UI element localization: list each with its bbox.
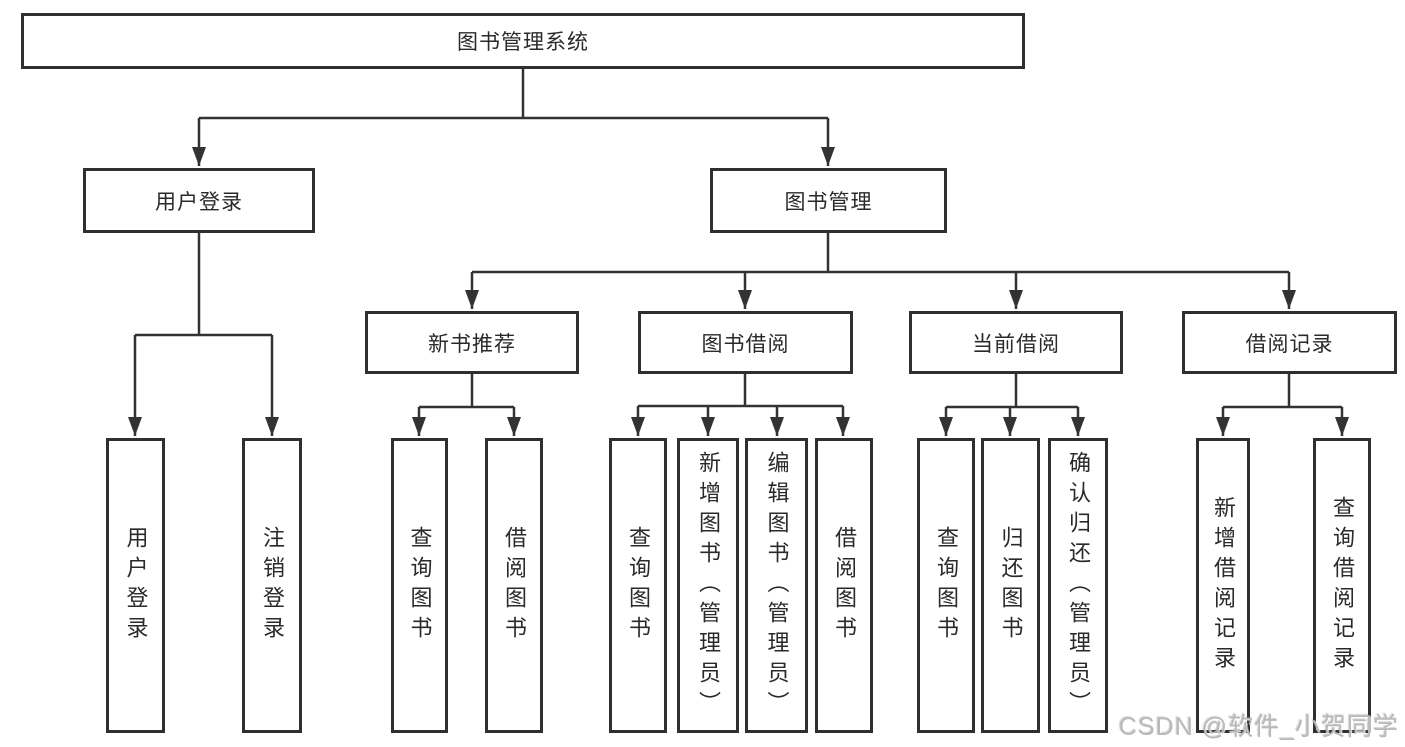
leaf-borrow-books-recommend: 借阅图书 [485,438,543,733]
node-new-book-recommend: 新书推荐 [365,311,579,374]
leaf-borrow-books-recommend-label: 借阅图书 [502,525,527,646]
leaf-return-books-label: 归还图书 [998,525,1024,646]
node-user-login: 用户登录 [83,168,315,233]
leaf-logout: 注销登录 [242,438,302,733]
node-borrowing-records: 借阅记录 [1182,311,1397,374]
csdn-watermark: CSDN @软件_小贺同学 [1118,713,1399,741]
node-library-system: 图书管理系统 [21,13,1025,69]
leaf-query-books-recommend-label: 查询图书 [407,525,433,646]
node-current-borrowing: 当前借阅 [909,311,1123,374]
leaf-query-borrow-record: 查询借阅记录 [1313,438,1371,733]
leaf-add-borrow-record: 新增借阅记录 [1196,438,1250,733]
leaf-query-books-current: 查询图书 [917,438,975,733]
leaf-query-books-borrowing-label: 查询图书 [626,525,651,646]
leaf-edit-books-admin-label: 编辑图书（管理员） [764,450,790,721]
leaf-query-books-current-label: 查询图书 [934,525,959,646]
leaf-logout-label: 注销登录 [260,525,285,646]
leaf-query-books-borrowing: 查询图书 [609,438,667,733]
leaf-confirm-return-admin-label: 确认归还（管理员） [1066,450,1091,721]
leaf-add-borrow-record-label: 新增借阅记录 [1211,495,1236,676]
leaf-confirm-return-admin: 确认归还（管理员） [1048,438,1108,733]
leaf-query-books-recommend: 查询图书 [391,438,448,733]
node-book-management: 图书管理 [710,168,947,233]
leaf-add-books-admin: 新增图书（管理员） [677,438,739,733]
leaf-user-login: 用户登录 [106,438,165,733]
leaf-return-books: 归还图书 [981,438,1040,733]
leaf-edit-books-admin: 编辑图书（管理员） [745,438,808,733]
leaf-user-login-label: 用户登录 [123,525,149,646]
leaf-add-books-admin-label: 新增图书（管理员） [696,450,721,721]
leaf-borrow-books-label: 借阅图书 [832,525,857,646]
leaf-query-borrow-record-label: 查询借阅记录 [1330,495,1355,676]
node-book-borrowing: 图书借阅 [638,311,853,374]
leaf-borrow-books: 借阅图书 [815,438,873,733]
